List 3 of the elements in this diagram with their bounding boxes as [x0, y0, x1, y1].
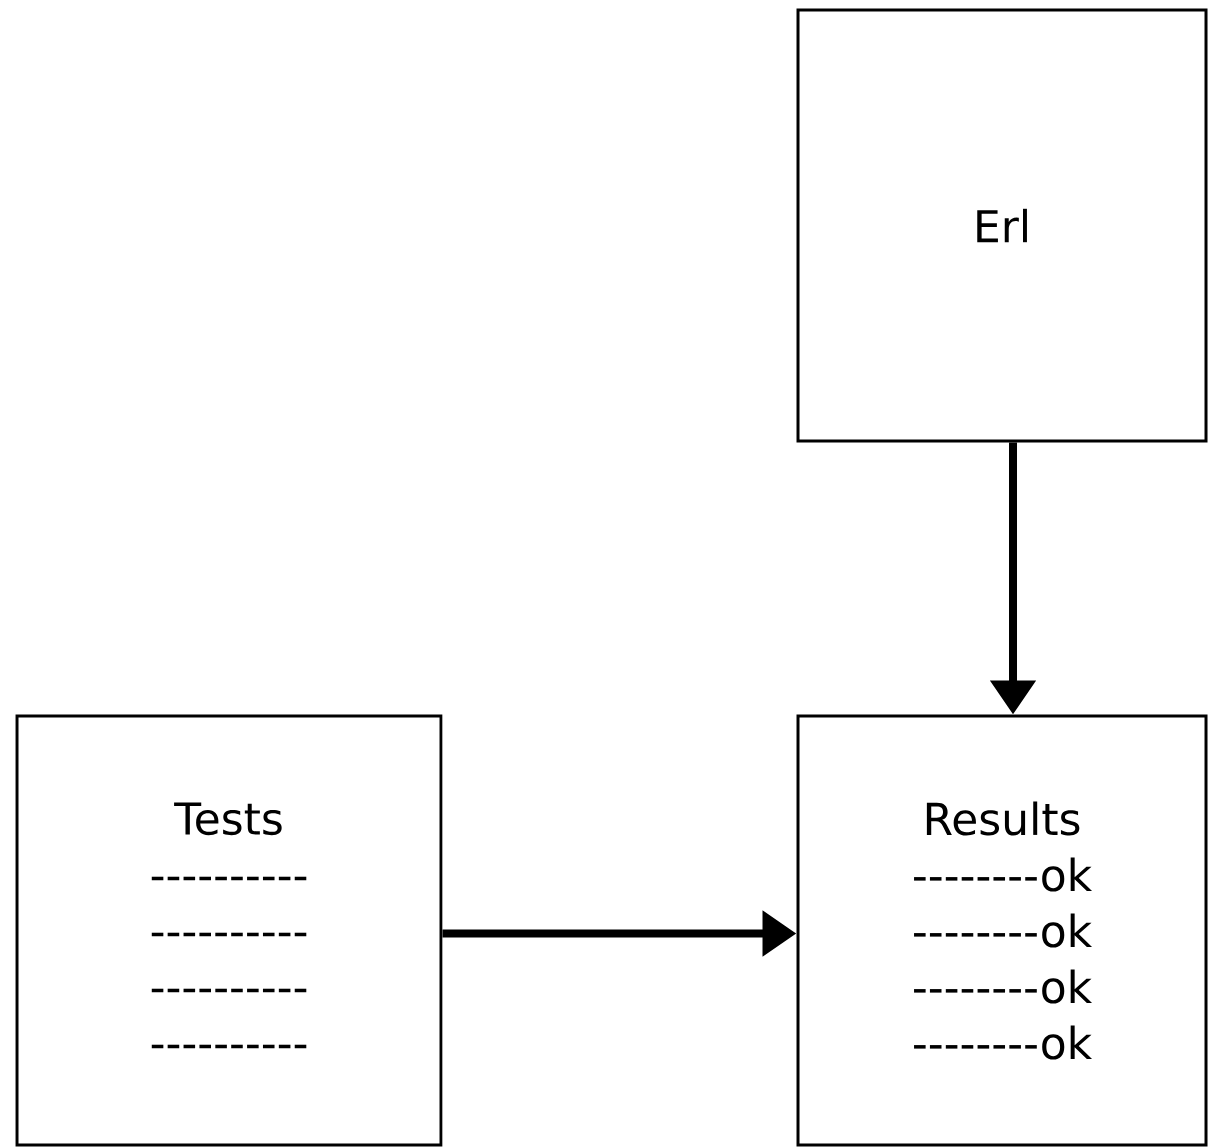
- process-box: Tests ---------- ---------- ---------- ----------: [15, 714, 443, 1147]
- process-box: Results --------ok --------ok --------ok --------ok: [796, 714, 1208, 1147]
- process-box: Erl: [796, 8, 1208, 443]
